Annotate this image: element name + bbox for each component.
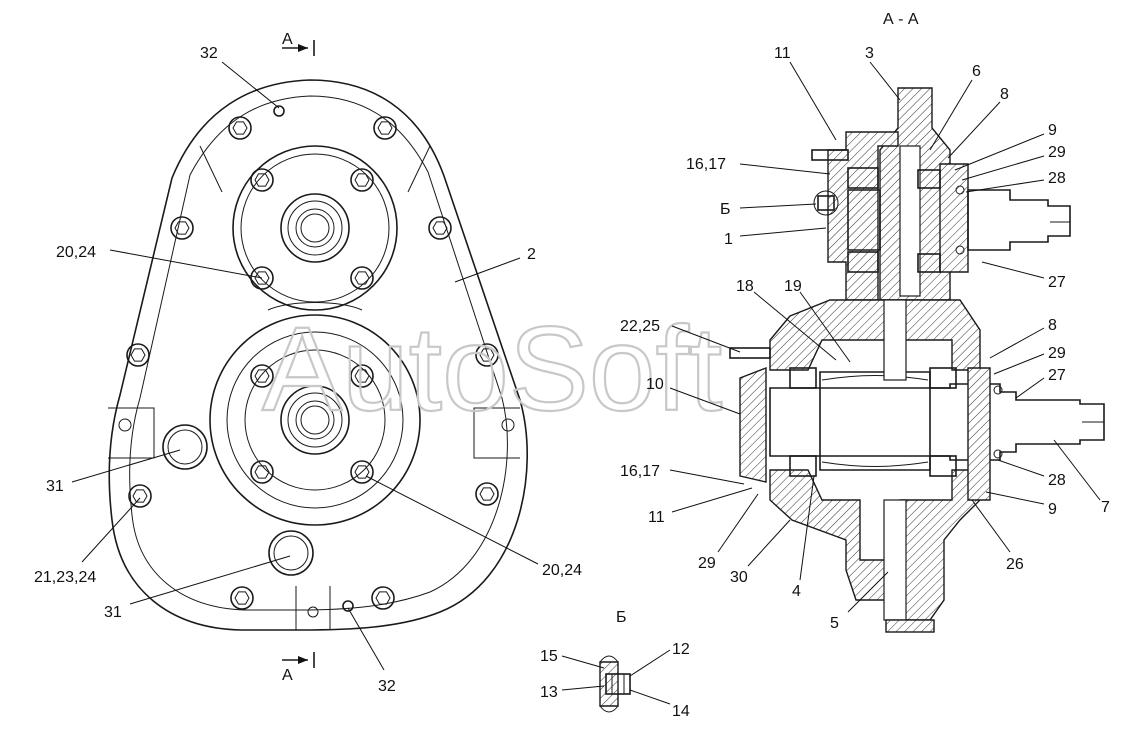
section-callouts: 11 3 6 8 9 29 16,17 28 Б 1 27 18 19 22,2…: [620, 45, 1110, 632]
bolt-washer: [170, 216, 194, 240]
callout-label: 20,24: [56, 244, 96, 261]
bolt-head: [254, 173, 270, 187]
cut-mark-bottom-label: А: [282, 667, 293, 684]
callout-label: 11: [648, 509, 665, 526]
bolt-head: [232, 121, 248, 135]
callout-label: 21,23,24: [34, 569, 96, 586]
callout-label: 12: [672, 641, 690, 658]
bolt-washer: [350, 266, 374, 290]
callout-label: 31: [104, 604, 122, 621]
bolt-head: [254, 369, 270, 383]
callout-label: 19: [784, 278, 802, 295]
bolt-head: [377, 121, 393, 135]
callout-label: 16,17: [686, 156, 726, 173]
bolt-head: [375, 591, 391, 605]
bolt-washer: [250, 460, 274, 484]
callout-label: 3: [865, 45, 874, 62]
cut-mark-bottom: А: [282, 652, 315, 684]
callout-label: 8: [1048, 317, 1057, 334]
front-callouts: 32 20,24 2 31 21,23,24 31 20,24 32: [34, 45, 582, 695]
callout-label: 13: [540, 684, 558, 701]
bolt-head: [354, 173, 370, 187]
callout-label: 10: [646, 376, 664, 393]
bolt-washer: [373, 116, 397, 140]
bolt-head: [254, 271, 270, 285]
callout-label: 28: [1048, 170, 1066, 187]
callout-label: 20,24: [542, 562, 582, 579]
callout-label: 7: [1101, 499, 1110, 516]
front-view: [108, 79, 529, 631]
upper-shaft-hub: [280, 193, 350, 263]
detail-title: Б: [616, 609, 627, 626]
detail-b-view: [599, 655, 631, 713]
callout-label: 11: [774, 45, 791, 62]
bolt-washer: [475, 482, 499, 506]
bolt-head: [354, 271, 370, 285]
cut-mark-top-label: А: [282, 31, 293, 48]
callout-label: 9: [1048, 501, 1057, 518]
callout-label: 22,25: [620, 318, 660, 335]
bolt-washer: [250, 266, 274, 290]
bolt-head: [130, 348, 146, 362]
section-view: [729, 87, 1105, 633]
bolt-head: [174, 221, 190, 235]
callout-label: 26: [1006, 556, 1024, 573]
housing-bolts: [126, 116, 499, 610]
bolt-washer: [230, 586, 254, 610]
lower-shaft-hub: [280, 385, 350, 455]
callout-label: 16,17: [620, 463, 660, 480]
callout-label: 15: [540, 648, 558, 665]
bolt-washer: [126, 343, 150, 367]
bolt-washer: [350, 460, 374, 484]
callout-label: 31: [46, 478, 64, 495]
bolt-head: [132, 489, 148, 503]
callout-label: 4: [792, 583, 801, 600]
section-title: А - А: [883, 11, 919, 28]
bolt-washer: [250, 364, 274, 388]
callout-label: 27: [1048, 367, 1066, 384]
bolt-head: [234, 591, 250, 605]
detail-callouts: 15 12 13 14: [540, 641, 690, 720]
callout-label: 6: [972, 63, 981, 80]
drain-plugs: [162, 424, 314, 576]
callout-label: 14: [672, 703, 690, 720]
bolt-washer: [228, 116, 252, 140]
bolt-washer: [250, 168, 274, 192]
bolt-washer: [371, 586, 395, 610]
callout-label: 18: [736, 278, 754, 295]
bolt-head: [479, 348, 495, 362]
callout-label: 29: [698, 555, 716, 572]
bolt-head: [432, 221, 448, 235]
bolt-washer: [428, 216, 452, 240]
bolt-washer: [350, 168, 374, 192]
bolt-head: [254, 465, 270, 479]
callout-label: 1: [724, 231, 733, 248]
callout-label: 8: [1000, 86, 1009, 103]
callout-label: 5: [830, 615, 839, 632]
callout-label: 32: [378, 678, 396, 695]
callout-label: 2: [527, 246, 536, 263]
callout-label: Б: [720, 201, 731, 218]
callout-label: 28: [1048, 472, 1066, 489]
callout-label: 32: [200, 45, 218, 62]
bolt-washer: [350, 364, 374, 388]
bolt-washer: [475, 343, 499, 367]
callout-label: 9: [1048, 122, 1057, 139]
bolt-head: [354, 369, 370, 383]
bolt-washer: [128, 484, 152, 508]
callout-label: 29: [1048, 144, 1066, 161]
callout-label: 29: [1048, 345, 1066, 362]
callout-label: 27: [1048, 274, 1066, 291]
cut-mark-top: А: [282, 31, 315, 56]
bolt-head: [479, 487, 495, 501]
bolt-head: [354, 465, 370, 479]
callout-label: 30: [730, 569, 748, 586]
watermark: AutoSoft: [262, 302, 722, 436]
